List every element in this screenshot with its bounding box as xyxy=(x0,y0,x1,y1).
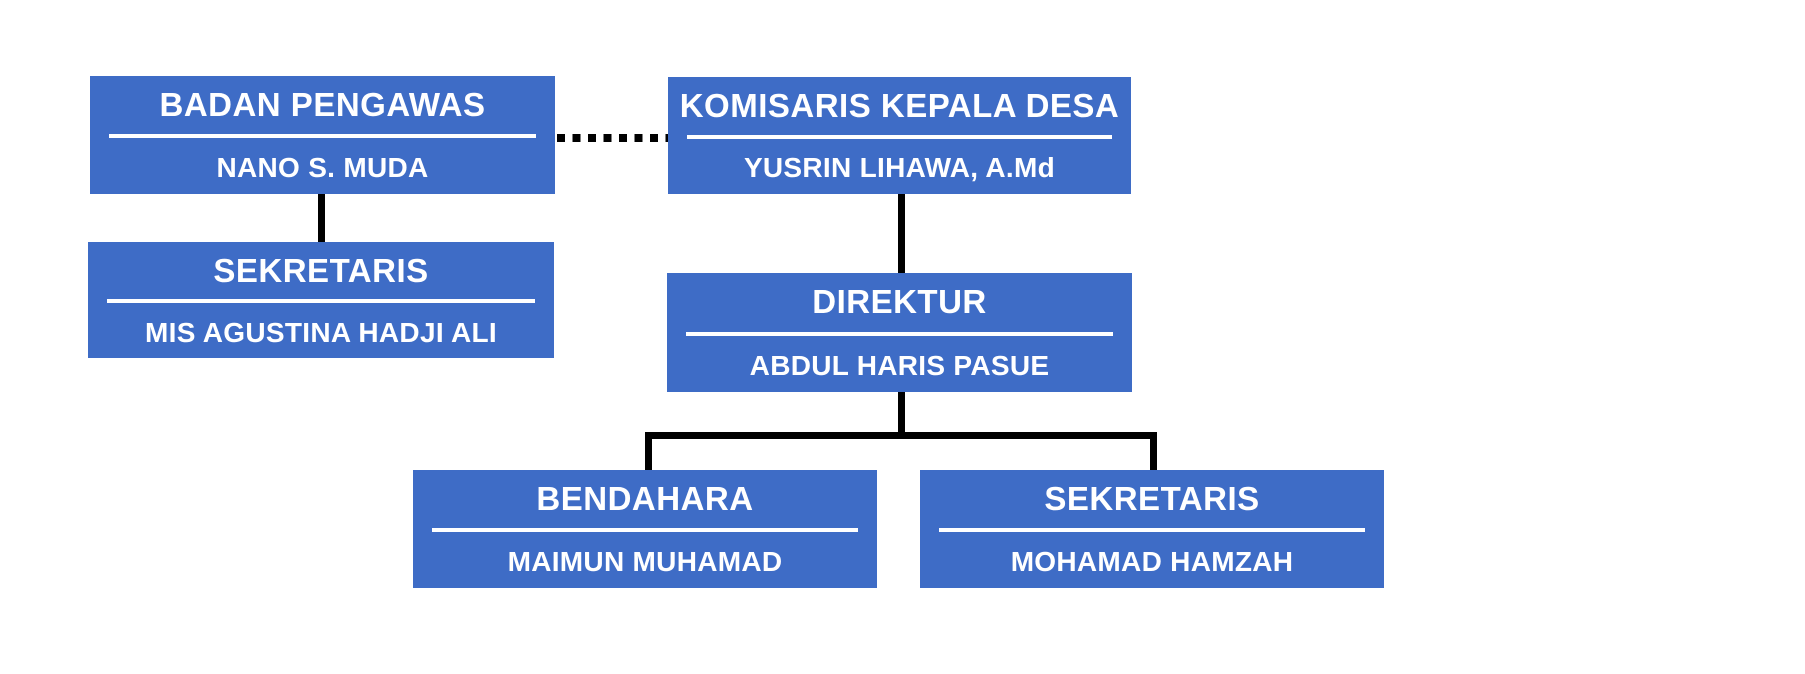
org-node-sekretaris-badan-pengawas: SEKRETARIS MIS AGUSTINA HADJI ALI xyxy=(88,242,554,358)
node-person: YUSRIN LIHAWA, A.Md xyxy=(743,152,1056,184)
node-person: MAIMUN MUHAMAD xyxy=(507,546,783,577)
node-underline xyxy=(107,299,535,303)
org-node-bendahara: BENDAHARA MAIMUN MUHAMAD xyxy=(413,470,877,588)
node-title: SEKRETARIS xyxy=(213,251,429,289)
org-node-sekretaris-direksi: SEKRETARIS MOHAMAD HAMZAH xyxy=(920,470,1384,588)
connector-branch-to-sekretaris xyxy=(1150,432,1157,470)
connector-pengawas-sekretaris xyxy=(318,194,325,242)
node-person: NANO S. MUDA xyxy=(216,152,429,183)
node-title: KOMISARIS KEPALA DESA xyxy=(679,86,1120,124)
node-person: MIS AGUSTINA HADJI ALI xyxy=(145,316,497,348)
node-title: BADAN PENGAWAS xyxy=(159,86,486,123)
org-node-badan-pengawas: BADAN PENGAWAS NANO S. MUDA xyxy=(90,76,555,194)
node-title: BENDAHARA xyxy=(536,480,754,517)
node-underline xyxy=(109,134,536,138)
node-underline xyxy=(432,528,858,532)
org-node-direktur: DIREKTUR ABDUL HARIS PASUE xyxy=(667,273,1132,392)
node-person: MOHAMAD HAMZAH xyxy=(1010,546,1294,577)
node-person: ABDUL HARIS PASUE xyxy=(749,349,1050,381)
connector-branch-horizontal xyxy=(645,432,1157,439)
node-underline xyxy=(687,134,1112,139)
org-node-komisaris-kepala-desa: KOMISARIS KEPALA DESA YUSRIN LIHAWA, A.M… xyxy=(668,77,1131,194)
node-title: DIREKTUR xyxy=(812,283,987,321)
connector-branch-to-bendahara xyxy=(645,432,652,470)
node-underline xyxy=(686,331,1113,336)
connector-dotted-pengawas-komisaris xyxy=(557,134,668,142)
node-title: SEKRETARIS xyxy=(1044,480,1260,517)
connector-direktur-branch xyxy=(898,392,905,435)
connector-komisaris-direktur xyxy=(898,194,905,273)
node-underline xyxy=(939,528,1365,532)
